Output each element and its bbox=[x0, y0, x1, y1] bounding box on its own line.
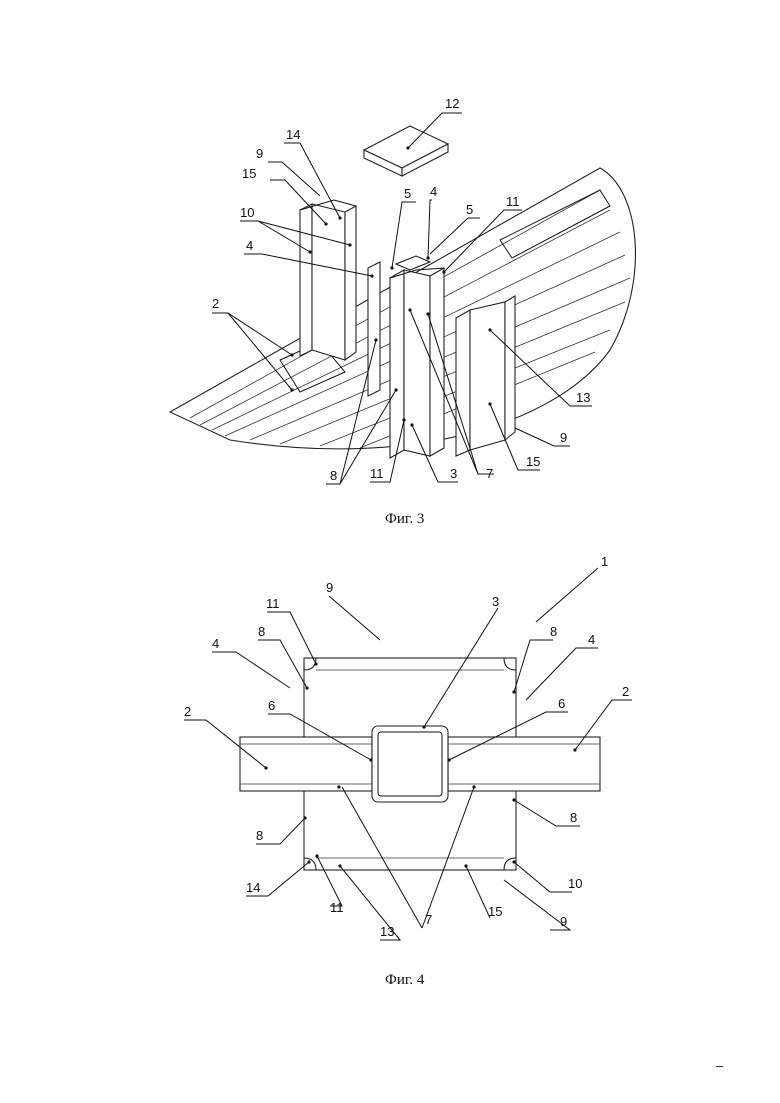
page-mark: – bbox=[716, 1058, 724, 1073]
fig4-label-13: 13 bbox=[380, 924, 394, 939]
fig4-label-4b: 4 bbox=[588, 632, 595, 647]
fig4-label-2a: 2 bbox=[184, 704, 191, 719]
fig3-label-13: 13 bbox=[576, 390, 590, 405]
fig4-label-8d: 8 bbox=[570, 810, 577, 825]
figure-4-caption: Фиг. 4 bbox=[385, 972, 425, 988]
fig3-label-2: 2 bbox=[212, 296, 219, 311]
fig4-label-1: 1 bbox=[601, 554, 608, 569]
figure-4-drawing: 1 9 3 11 8 4 8 4 2 6 2 6 8 8 14 11 13 7 … bbox=[184, 554, 632, 988]
fig4-label-3: 3 bbox=[492, 594, 499, 609]
fig4-label-8c: 8 bbox=[256, 828, 263, 843]
fig4-label-6b: 6 bbox=[558, 696, 565, 711]
fig4-label-11b: 11 bbox=[330, 900, 344, 915]
fig4-label-10: 10 bbox=[568, 876, 582, 891]
fig3-label-8: 8 bbox=[330, 468, 337, 483]
fig3-label-9: 9 bbox=[256, 146, 263, 161]
fig3-label-4a: 4 bbox=[246, 238, 253, 253]
fig4-label-15: 15 bbox=[488, 904, 502, 919]
fig3-label-5b: 5 bbox=[466, 202, 473, 217]
fig3-label-15: 15 bbox=[242, 166, 256, 181]
fig4-label-9b: 9 bbox=[560, 914, 567, 929]
fig4-label-11a: 11 bbox=[266, 596, 280, 611]
fig4-label-7: 7 bbox=[425, 912, 432, 927]
fig3-label-7: 7 bbox=[486, 466, 493, 481]
fig4-label-8b: 8 bbox=[550, 624, 557, 639]
fig4-label-14: 14 bbox=[246, 880, 260, 895]
fig3-label-3: 3 bbox=[450, 466, 457, 481]
fig4-label-9a: 9 bbox=[326, 580, 333, 595]
fig3-label-9b: 9 bbox=[560, 430, 567, 445]
fig4-label-4a: 4 bbox=[212, 636, 219, 651]
fig3-label-11b: 11 bbox=[370, 466, 384, 481]
fig3-label-14: 14 bbox=[286, 127, 300, 142]
fig3-label-5a: 5 bbox=[404, 186, 411, 201]
fig3-label-11a: 11 bbox=[506, 194, 520, 209]
fig4-label-6a: 6 bbox=[268, 698, 275, 713]
fig3-label-10: 10 bbox=[240, 205, 254, 220]
figure-3-caption: Фиг. 3 bbox=[385, 511, 424, 527]
fig4-label-8a: 8 bbox=[258, 624, 265, 639]
fig3-label-15b: 15 bbox=[526, 454, 540, 469]
fig3-label-4b: 4 bbox=[430, 184, 437, 199]
fig4-label-2b: 2 bbox=[622, 684, 629, 699]
figure-3-drawing: 12 14 9 15 10 4 5 4 5 11 2 13 9 15 8 11 … bbox=[170, 96, 635, 527]
fig3-label-12: 12 bbox=[445, 96, 459, 111]
